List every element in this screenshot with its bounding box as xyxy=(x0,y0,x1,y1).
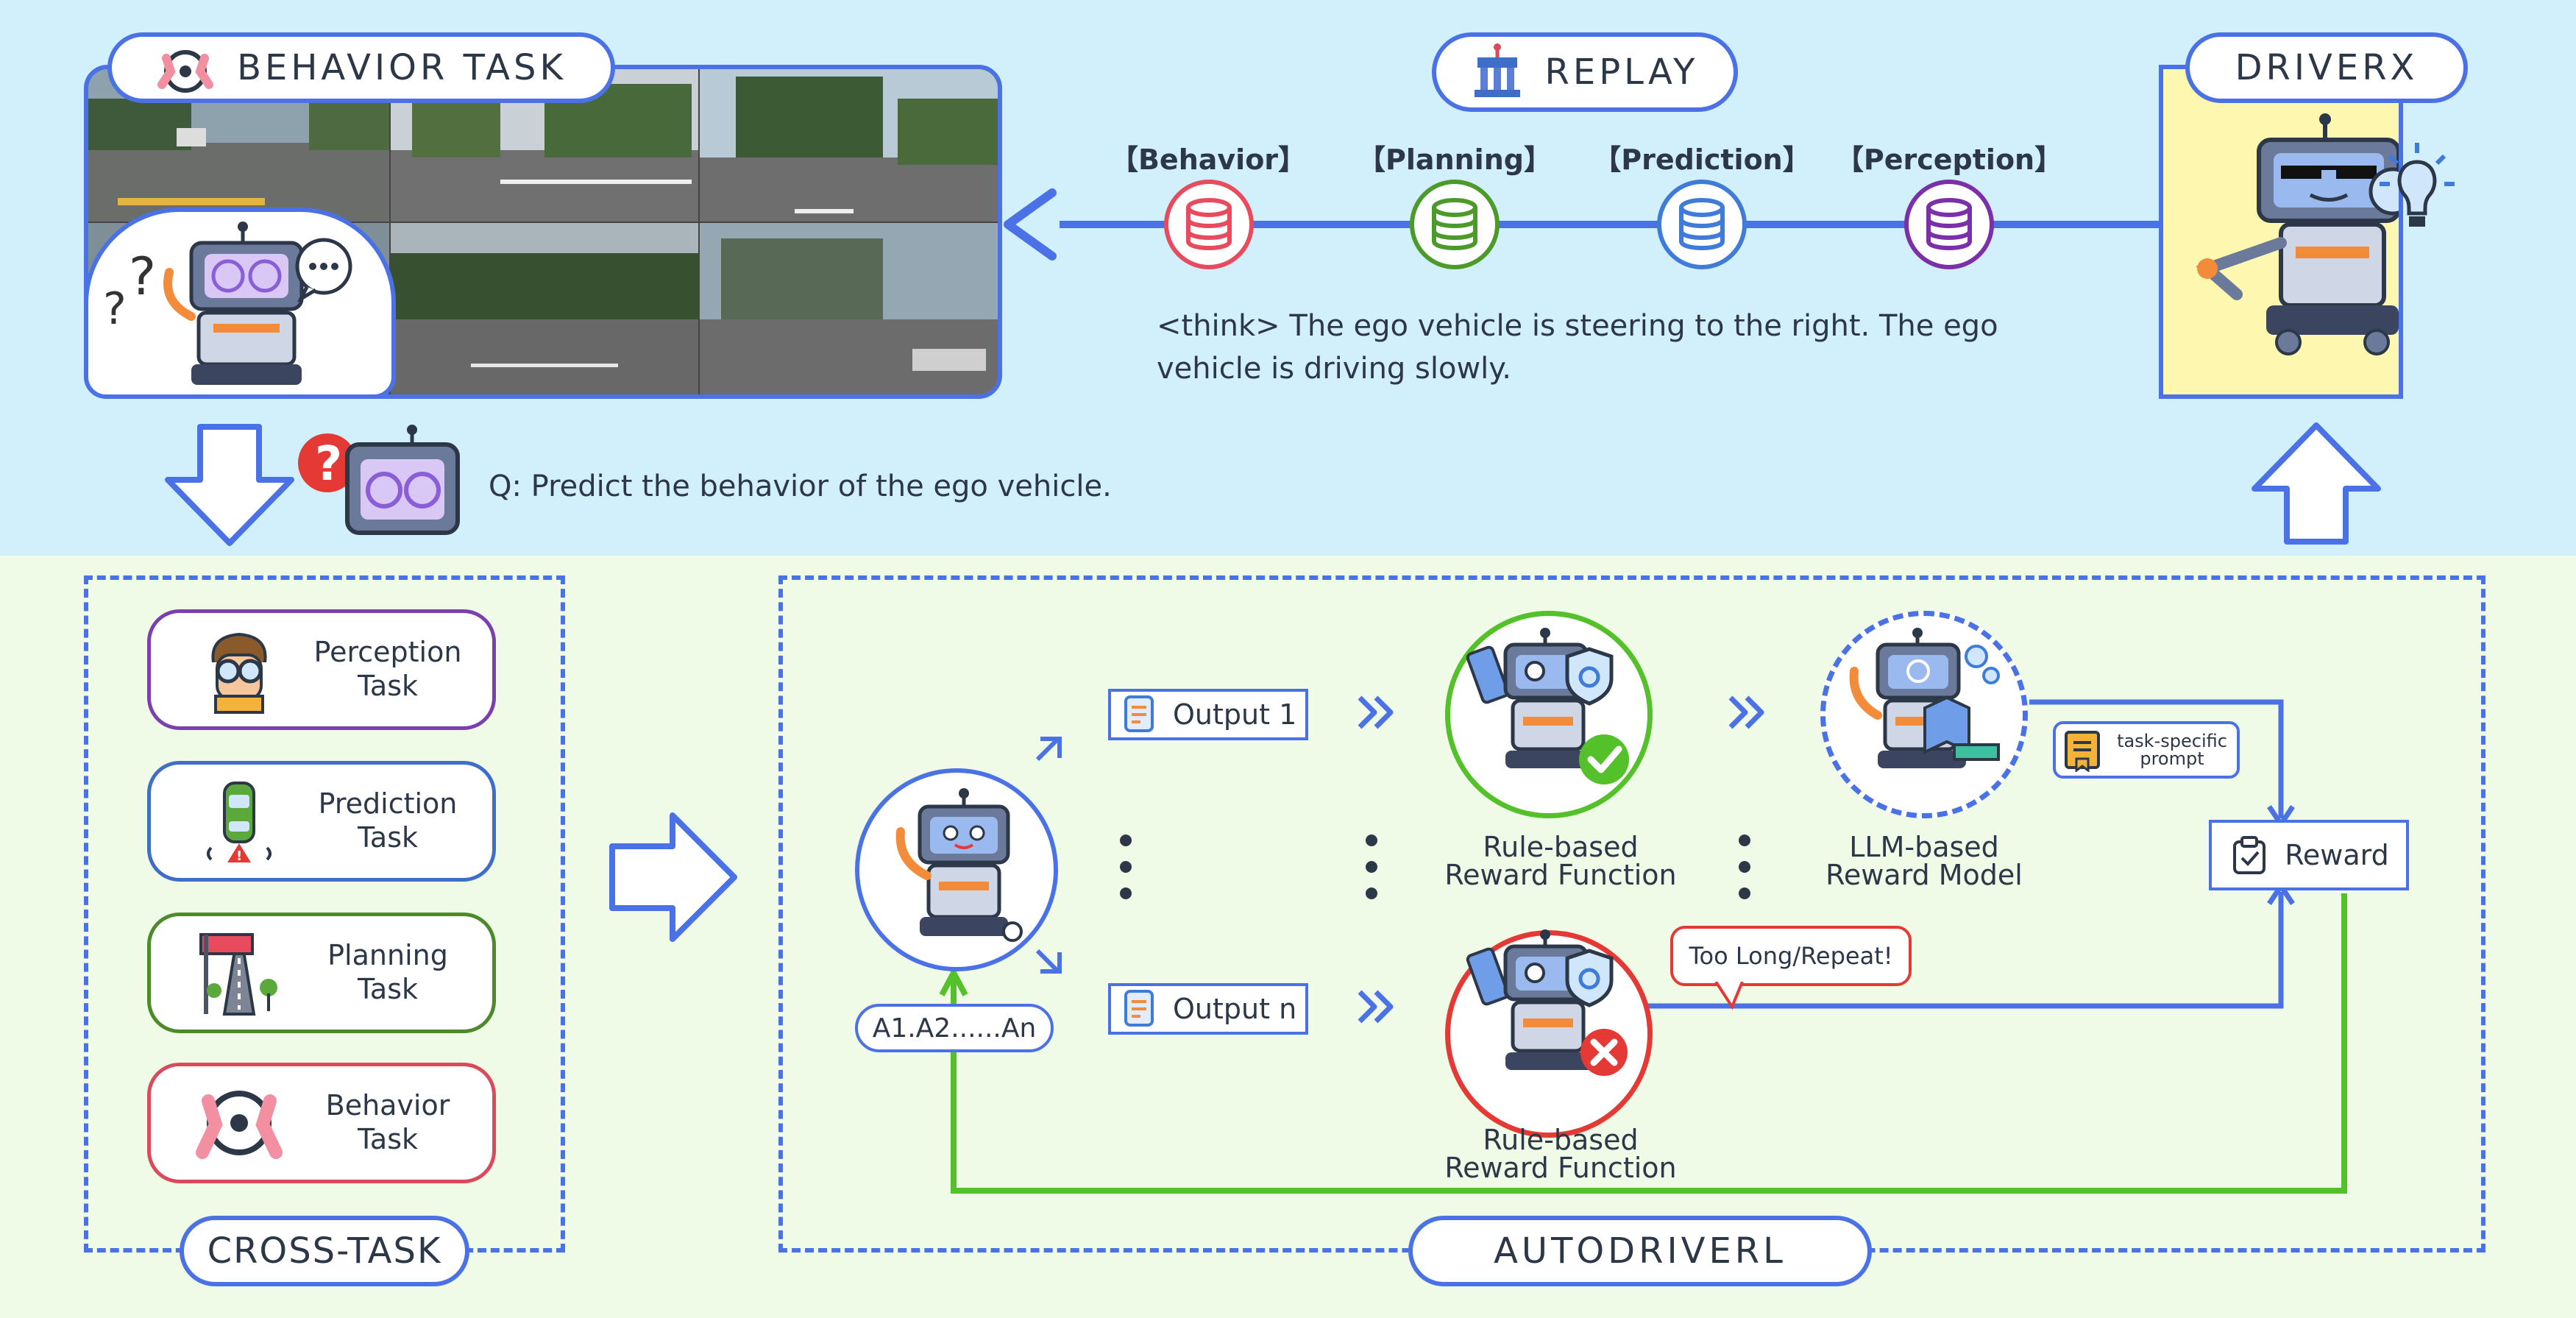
question-text: Q: Predict the behavior of the ego vehic… xyxy=(489,470,1112,503)
perception-task-label: Perception Task xyxy=(313,636,462,702)
behavior-database-icon xyxy=(1164,180,1254,269)
behavior-task-title-pill: BEHAVIOR TASK xyxy=(107,32,615,103)
behavior-db-label: 【Behavior】 xyxy=(1110,144,1307,176)
question-robot-icon: ? xyxy=(298,425,460,535)
task-prompt-label: task-specific prompt xyxy=(2117,731,2227,769)
rule-reward-top-label: Rule-based Reward Function xyxy=(1444,831,1677,891)
right-hollow-arrow xyxy=(609,812,737,942)
prompt-book-icon xyxy=(2065,731,2100,772)
confused-robot-icon: ? ? xyxy=(103,222,304,385)
driverx-title: DRIVERX xyxy=(2235,47,2419,88)
replay-title: REPLAY xyxy=(1544,52,1699,93)
thinking-bubble-icon xyxy=(295,238,352,302)
perception-db-label: 【Perception】 xyxy=(1835,144,2063,176)
up-hollow-arrow xyxy=(2252,422,2381,545)
task-prompt-box: task-specific prompt xyxy=(2053,721,2240,779)
camera-view-back xyxy=(390,222,699,394)
steering-wheel-icon xyxy=(196,1091,283,1159)
archive-building-icon xyxy=(1474,43,1520,97)
answers-label: A1.A2......An xyxy=(872,1013,1037,1044)
cross-task-title-pill: CROSS-TASK xyxy=(180,1216,469,1286)
driverx-title-pill: DRIVERX xyxy=(2185,32,2468,103)
too-long-bubble: Too Long/Repeat! xyxy=(1670,926,1912,986)
camera-view-back-right xyxy=(699,222,998,394)
think-text-line-1: <think> The ego vehicle is steering to t… xyxy=(1157,309,1998,343)
svg-text:!: ! xyxy=(236,848,242,864)
svg-text:?: ? xyxy=(129,247,156,307)
output-n-box: Output n xyxy=(1108,983,1308,1035)
clipboard-check-icon xyxy=(2233,836,2266,874)
llm-reward-label: LLM-based Reward Model xyxy=(1825,831,2023,891)
perception-task-card: Perception Task xyxy=(147,609,496,730)
person-with-goggles-icon xyxy=(211,632,267,714)
autodriverl-title-pill: AUTODRIVERL xyxy=(1408,1216,1872,1286)
steering-wheel-icon xyxy=(157,50,214,93)
svg-text:?: ? xyxy=(103,283,127,335)
prediction-task-label: Prediction Task xyxy=(318,787,458,854)
behavior-task-title: BEHAVIOR TASK xyxy=(237,47,567,88)
prediction-db-label: 【Prediction】 xyxy=(1593,144,1811,176)
driverx-robot-icon xyxy=(2196,113,2399,355)
camera-view-front-right xyxy=(699,69,998,222)
behavior-task-label: Behavior Task xyxy=(325,1089,450,1155)
think-text-line-2: vehicle is driving slowly. xyxy=(1157,352,1511,386)
output-n-label: Output n xyxy=(1173,993,1297,1025)
lightbulb-icon xyxy=(2380,143,2455,227)
too-long-bubble-tail xyxy=(1714,982,1744,1010)
too-long-label: Too Long/Repeat! xyxy=(1689,942,1893,970)
rule-robot-icon xyxy=(1466,628,1629,784)
road-sign-icon xyxy=(199,933,277,1016)
llm-robot-icon xyxy=(1849,628,2000,768)
behavior-task-card: Behavior Task xyxy=(147,1063,496,1183)
answers-pill: A1.A2......An xyxy=(855,1004,1054,1052)
document-icon xyxy=(1124,990,1154,1027)
perception-database-icon xyxy=(1904,180,1994,269)
output-1-label: Output 1 xyxy=(1173,698,1297,731)
car-warning-icon: ! xyxy=(207,782,272,864)
document-icon xyxy=(1124,695,1154,732)
planning-db-label: 【Planning】 xyxy=(1358,144,1552,176)
replay-title-pill: REPLAY xyxy=(1432,32,1738,112)
autodriverl-title: AUTODRIVERL xyxy=(1494,1230,1786,1272)
planning-database-icon xyxy=(1410,180,1500,269)
svg-text:?: ? xyxy=(315,437,342,492)
prediction-database-icon xyxy=(1657,180,1747,269)
rule-reward-bottom-label: Rule-based Reward Function xyxy=(1444,1124,1677,1184)
output-1-box: Output 1 xyxy=(1108,689,1308,740)
rule-robot-failed-icon xyxy=(1466,929,1628,1076)
planning-task-card: Planning Task xyxy=(147,913,496,1033)
reward-box: Reward xyxy=(2209,820,2409,890)
prediction-task-card: ! Prediction Task xyxy=(147,761,496,882)
planning-task-label: Planning Task xyxy=(327,939,448,1005)
policy-robot-icon xyxy=(895,788,1023,942)
cross-task-title: CROSS-TASK xyxy=(207,1230,442,1272)
down-hollow-arrow xyxy=(165,424,294,546)
reward-label: Reward xyxy=(2285,839,2389,871)
